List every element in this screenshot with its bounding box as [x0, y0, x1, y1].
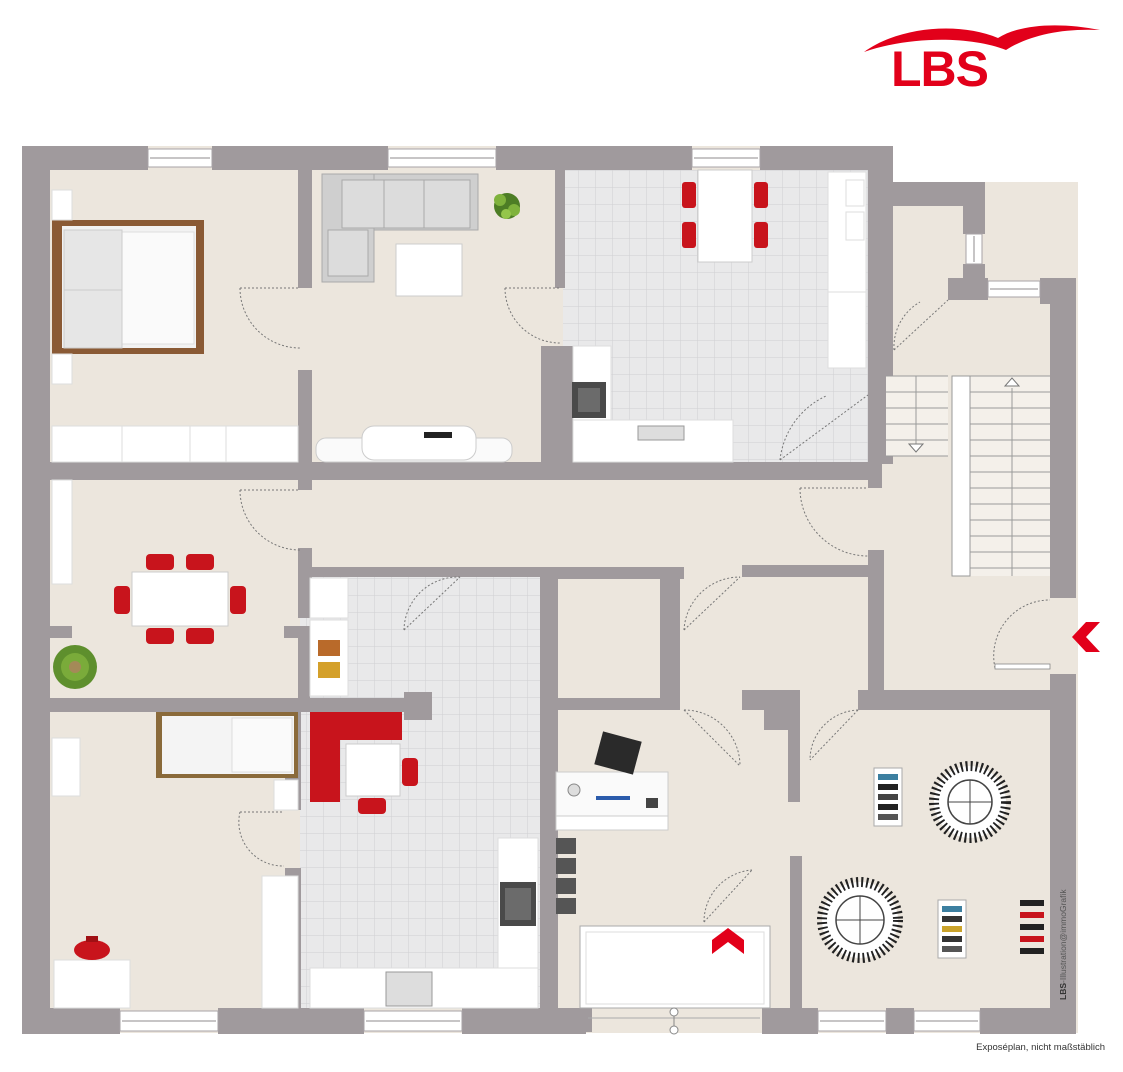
- salon-chair-icon: [929, 761, 1011, 843]
- sink-icon: [385, 971, 433, 1007]
- rack-icon: [873, 767, 903, 827]
- lamp-icon: [567, 783, 581, 797]
- credit-text: -Illustration@immoGrafik: [1058, 889, 1068, 983]
- red-chairs: [682, 182, 768, 248]
- filing-shelf: [556, 838, 576, 914]
- bedroom-top-left: [51, 189, 299, 463]
- plant-icon: [494, 193, 520, 219]
- entrance-arrow-icon[interactable]: [1072, 622, 1100, 652]
- salon: [817, 761, 1044, 963]
- dining-table: [131, 571, 229, 627]
- staircase: [886, 375, 1050, 577]
- counter-right: [827, 171, 867, 369]
- produce-icon: [318, 640, 340, 678]
- walls: [22, 146, 1076, 1034]
- shelf-left: [309, 577, 349, 697]
- cabinet: [51, 737, 81, 797]
- kitchen-bottom: [309, 577, 539, 1009]
- bedroom-bottom-left: [51, 712, 299, 1009]
- nightstand: [51, 189, 73, 221]
- red-chairs: [358, 758, 418, 814]
- entrance-door[interactable]: [994, 663, 1051, 670]
- desk: [53, 959, 131, 1009]
- dining-room-left: [51, 479, 246, 689]
- plant-icon: [53, 645, 97, 689]
- tv-icon: [424, 432, 452, 438]
- kitchen-table: [345, 743, 401, 797]
- corner-sofa: [321, 173, 479, 283]
- nightstand: [51, 353, 73, 385]
- terrace-arrow-icon: [712, 928, 744, 954]
- sink-icon: [637, 425, 685, 441]
- monitor-icon: [596, 796, 630, 800]
- logo-text: LBS: [891, 41, 989, 97]
- salon-chair-icon: [817, 877, 903, 963]
- pot-icon: [74, 936, 110, 960]
- office: [555, 731, 669, 914]
- kitchen-top: [572, 169, 867, 463]
- plan-caption: Exposéplan, nicht maßstäblich: [976, 1042, 1105, 1053]
- coffee-table: [395, 243, 463, 297]
- lbs-logo-swoosh-icon: [864, 25, 1100, 52]
- wardrobe: [51, 425, 299, 463]
- credit-brand: LBS: [1058, 983, 1068, 1000]
- illustration-credit: LBS-Illustration@immoGrafik: [1058, 889, 1068, 1000]
- rack-icon: [1020, 900, 1044, 954]
- wardrobe: [261, 875, 299, 1009]
- red-corner-bench: [310, 712, 402, 802]
- dining-table: [697, 169, 753, 263]
- rack-icon: [937, 899, 967, 959]
- windows: [119, 148, 1041, 1032]
- red-chairs: [114, 554, 246, 644]
- office-chair-icon: [594, 731, 642, 775]
- sideboard: [51, 479, 73, 585]
- living-room: [315, 173, 520, 463]
- desk: [555, 771, 669, 817]
